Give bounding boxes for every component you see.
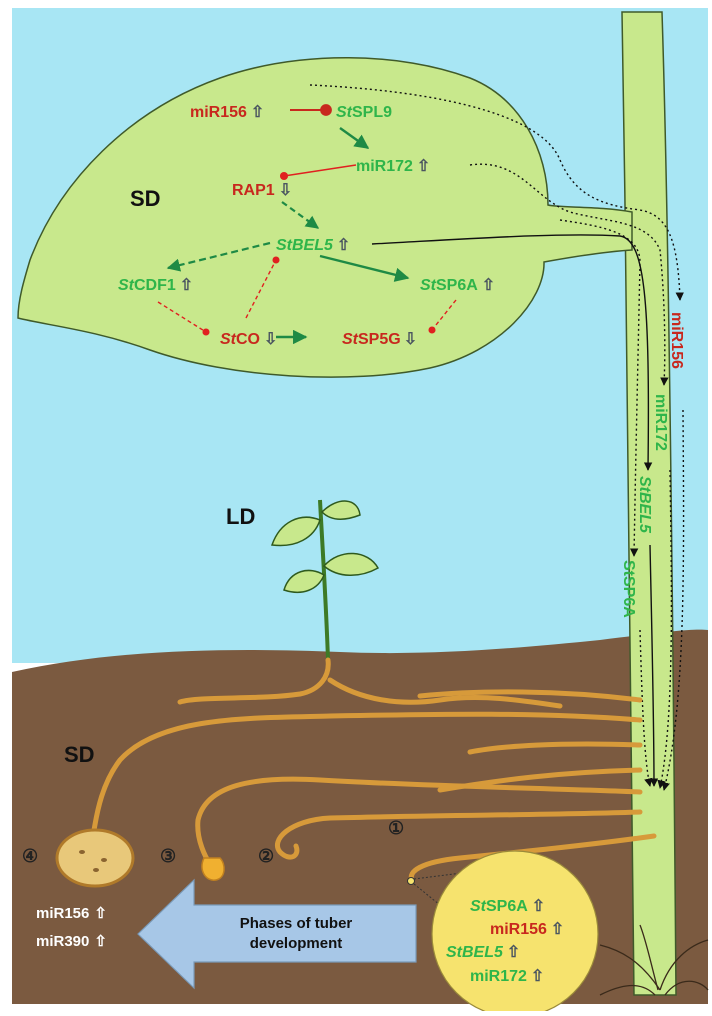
- tuber-phase-3: [202, 858, 224, 880]
- tuber-spot: [101, 858, 107, 862]
- node-sp5g: StSP5G⇩: [342, 331, 417, 348]
- sd-label-top: SD: [130, 186, 161, 211]
- stolon-tip-marker: [408, 878, 415, 885]
- node-bel5: StBEL5⇧: [276, 237, 350, 254]
- node-rap1: RAP1⇩: [232, 182, 292, 199]
- tuber-spot: [93, 868, 99, 872]
- callout-sp6a: StSP6A⇧: [470, 898, 545, 915]
- stem-label-bel5: StBEL5: [636, 476, 653, 534]
- stem-label-mir172: miR172: [652, 394, 669, 451]
- node-mir172: miR172⇧: [356, 158, 430, 175]
- phase-arrow-line1: Phases of tuber: [240, 915, 353, 932]
- phase-number-3: ③: [160, 846, 176, 866]
- stem-label-mir156: miR156: [668, 312, 685, 369]
- node-mir156: miR156⇧: [190, 104, 264, 121]
- stem-label-sp6a: StSP6A: [620, 560, 637, 618]
- sd-label-bottom: SD: [64, 742, 95, 767]
- output-mir390: miR390⇧: [36, 933, 107, 950]
- output-mir156: miR156⇧: [36, 905, 107, 922]
- node-co: StCO⇩: [220, 331, 277, 348]
- callout-bel5: StBEL5⇧: [446, 944, 520, 961]
- phase-number-2: ②: [258, 846, 274, 866]
- ld-label: LD: [226, 504, 255, 529]
- callout-mir172: miR172⇧: [470, 968, 544, 985]
- node-cdf1: StCDF1⇧: [118, 277, 193, 294]
- tuber-phase-4: [57, 830, 133, 886]
- tuber-spot: [79, 850, 85, 854]
- phase-number-4: ④: [22, 846, 38, 866]
- node-sp6a: StSP6A⇧: [420, 277, 495, 294]
- node-spl9: StSPL9: [336, 104, 392, 121]
- phase-number-1: ①: [388, 818, 404, 838]
- callout-mir156: miR156⇧: [490, 921, 564, 938]
- phase-arrow-line2: development: [250, 935, 343, 952]
